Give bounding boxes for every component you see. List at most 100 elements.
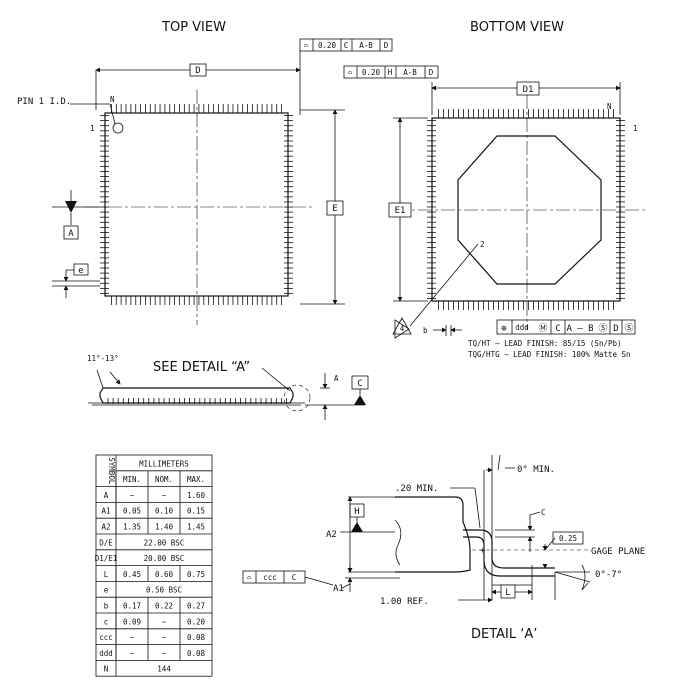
table-cell: ~ <box>162 649 167 658</box>
table-cell: 1.40 <box>155 523 174 532</box>
top-view-leads <box>100 104 293 305</box>
note-4-label: 4 <box>400 324 405 333</box>
table-col-header: MIN. <box>123 475 141 484</box>
svg-text:C: C <box>292 573 297 582</box>
table-row-symbol: A2 <box>101 523 110 532</box>
dim-a2-label: A2 <box>326 530 337 540</box>
table-cell: 0.05 <box>123 507 141 516</box>
ref-label: 1.00 REF. <box>380 597 429 607</box>
table-row-symbol: L <box>104 570 109 579</box>
gage-value-label: 0.25 <box>559 534 577 543</box>
svg-text:A-B: A-B <box>359 41 373 50</box>
gage-plane-label: GAGE PLANE <box>591 547 645 557</box>
side-a-label: A <box>334 374 339 383</box>
svg-text:Ⓢ: Ⓢ <box>624 323 633 334</box>
lead-finish-note-1: TQ/HT – LEAD FINISH: 85/15 (Sn/Pb) <box>468 339 622 348</box>
svg-text:D: D <box>429 68 434 77</box>
table-cell: 1.60 <box>187 491 206 500</box>
svg-text:C: C <box>344 41 349 50</box>
angle-11-13-label: 11°-13° <box>87 354 119 363</box>
table-cell: 0.08 <box>187 633 206 642</box>
pin-n-label-top: N <box>110 95 115 104</box>
svg-text:D: D <box>384 41 389 50</box>
table-cell: 0.09 <box>123 617 141 626</box>
dim-e-pitch-label: e <box>78 266 83 276</box>
table-row-symbol: N <box>104 665 109 674</box>
table-col-header: MAX. <box>187 475 205 484</box>
table-cell: 1.45 <box>187 523 205 532</box>
svg-text:A-B: A-B <box>403 68 417 77</box>
table-cell: ~ <box>130 491 135 500</box>
table-row-symbol: ddd <box>99 649 113 658</box>
detail-body <box>395 496 471 573</box>
table-cell: 0.60 <box>155 570 174 579</box>
table-unit-header: MILLIMETERS <box>139 459 189 468</box>
table-row-symbol: A <box>104 491 109 500</box>
detail-c-label: C <box>541 508 546 517</box>
svg-text:⊕: ⊕ <box>501 324 506 334</box>
svg-text:C: C <box>555 324 560 334</box>
table-cell: 0.50 BSC <box>146 586 182 595</box>
pin-1-label-bottom: 1 <box>633 124 638 133</box>
zero-min-label: 0° MIN. <box>517 465 555 475</box>
detail-a-title: DETAIL ‘A’ <box>471 627 537 642</box>
side-view: 11°-13° SEE DETAIL “A” A C <box>87 354 369 420</box>
dim-d1-label: D1 <box>523 85 534 95</box>
table-row-symbol: b <box>104 602 109 611</box>
bottom-view-title: BOTTOM VIEW <box>470 20 564 35</box>
svg-text:⌓: ⌓ <box>304 41 309 50</box>
pin-n-label-bottom: N <box>607 102 612 111</box>
detail-lead <box>463 529 555 569</box>
dim-d-label: D <box>195 66 200 76</box>
fcf-position: ⊕ ddd Ⓜ C A – B Ⓢ D Ⓢ <box>496 319 636 335</box>
datum-c-box: C <box>357 379 362 389</box>
fcf-ccc: ⌓ ccc C <box>242 570 306 584</box>
datum-a-box: A <box>68 229 74 239</box>
svg-text:A – B: A – B <box>566 324 593 334</box>
bottom-view-leads <box>427 109 625 310</box>
table-cell: ~ <box>130 649 135 658</box>
table-row-symbol: D1/E1 <box>95 554 118 563</box>
table-cell: 1.35 <box>123 523 141 532</box>
table-cell: 0.75 <box>187 570 205 579</box>
table-cell: 22.00 BSC <box>144 538 185 547</box>
table-cell: ~ <box>162 633 167 642</box>
table-cell: ~ <box>162 617 167 626</box>
table-cell: 0.20 <box>187 617 206 626</box>
fcf-top: ⌓ 0.20 C A-B D <box>299 38 393 52</box>
table-cell: 0.22 <box>155 602 173 611</box>
svg-text:D: D <box>613 324 618 334</box>
svg-text:ddd: ddd <box>515 323 529 332</box>
table-row-symbol: D/E <box>99 538 113 547</box>
dim-b-label: b <box>423 326 428 335</box>
angle-0-7-label: 0°-7° <box>595 570 622 580</box>
table-row-symbol: e <box>104 586 109 595</box>
table-row-symbol: ccc <box>99 633 113 642</box>
exposed-pad-outline <box>457 135 602 285</box>
dim-l-label: L <box>505 588 510 598</box>
table-cell: 0.08 <box>187 649 206 658</box>
table-cell: ~ <box>162 491 167 500</box>
datum-h-box: H <box>354 507 359 517</box>
table-cell: 144 <box>157 665 171 674</box>
lead-finish-note-2: TQG/HTG – LEAD FINISH: 100% Matte Sn <box>468 350 631 359</box>
table-cell: 0.15 <box>187 507 205 516</box>
pin1-id-label: PIN 1 I.D. <box>17 97 71 107</box>
top-body-outline <box>104 112 289 297</box>
twenty-min-label: .20 MIN. <box>395 484 438 494</box>
svg-text:0.20: 0.20 <box>362 68 381 77</box>
svg-text:⌓: ⌓ <box>247 573 252 582</box>
svg-text:⌓: ⌓ <box>348 68 353 77</box>
table-cell: 0.45 <box>123 570 141 579</box>
dim-a1-label: A1 <box>333 584 344 594</box>
note-4-triangle <box>392 317 412 335</box>
table-cell: 0.27 <box>187 602 205 611</box>
table-cell: 0.17 <box>123 602 141 611</box>
see-detail-callout: SEE DETAIL “A” <box>153 360 250 375</box>
table-row-symbol: c <box>104 617 109 626</box>
svg-text:H: H <box>388 68 393 77</box>
table-col-header: NOM. <box>155 475 173 484</box>
